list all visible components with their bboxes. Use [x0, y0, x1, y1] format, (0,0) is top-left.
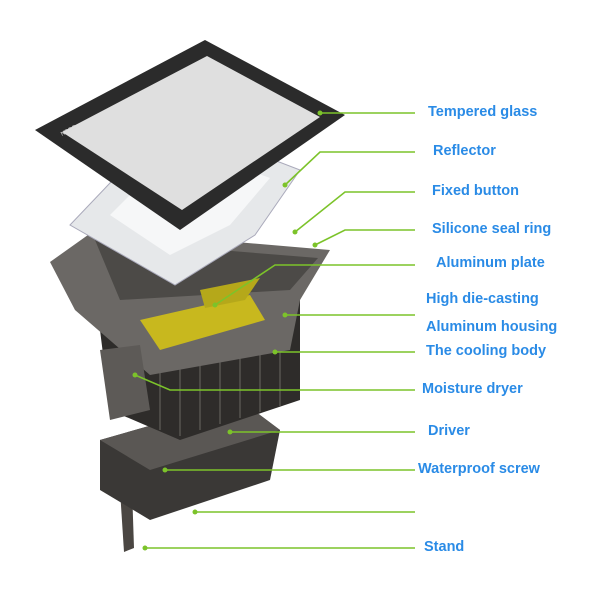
- tempered-glass: [62, 56, 320, 210]
- label-stand: Stand: [424, 539, 465, 555]
- label-aluminum-housing: Aluminum housing: [426, 319, 558, 335]
- aluminum-plate: [140, 295, 265, 350]
- label-fixed-button: Fixed button: [432, 183, 519, 199]
- label-waterproof-screw: Waterproof screw: [418, 461, 540, 477]
- leader-lines: [134, 112, 415, 549]
- moisture-dryer: [100, 345, 150, 420]
- label-reflector: Reflector: [433, 143, 496, 159]
- label-aluminum-plate: Aluminum plate: [436, 255, 545, 271]
- leader-dots: [132, 110, 323, 551]
- label-driver: Driver: [428, 423, 470, 439]
- label-high-die-casting: High die-casting: [426, 291, 539, 307]
- label-cooling-body: The cooling body: [426, 343, 547, 359]
- label-moisture-dryer: Moisture dryer: [422, 381, 523, 397]
- label-tempered-glass: Tempered glass: [428, 104, 538, 120]
- label-silicone-seal-ring: Silicone seal ring: [432, 221, 552, 237]
